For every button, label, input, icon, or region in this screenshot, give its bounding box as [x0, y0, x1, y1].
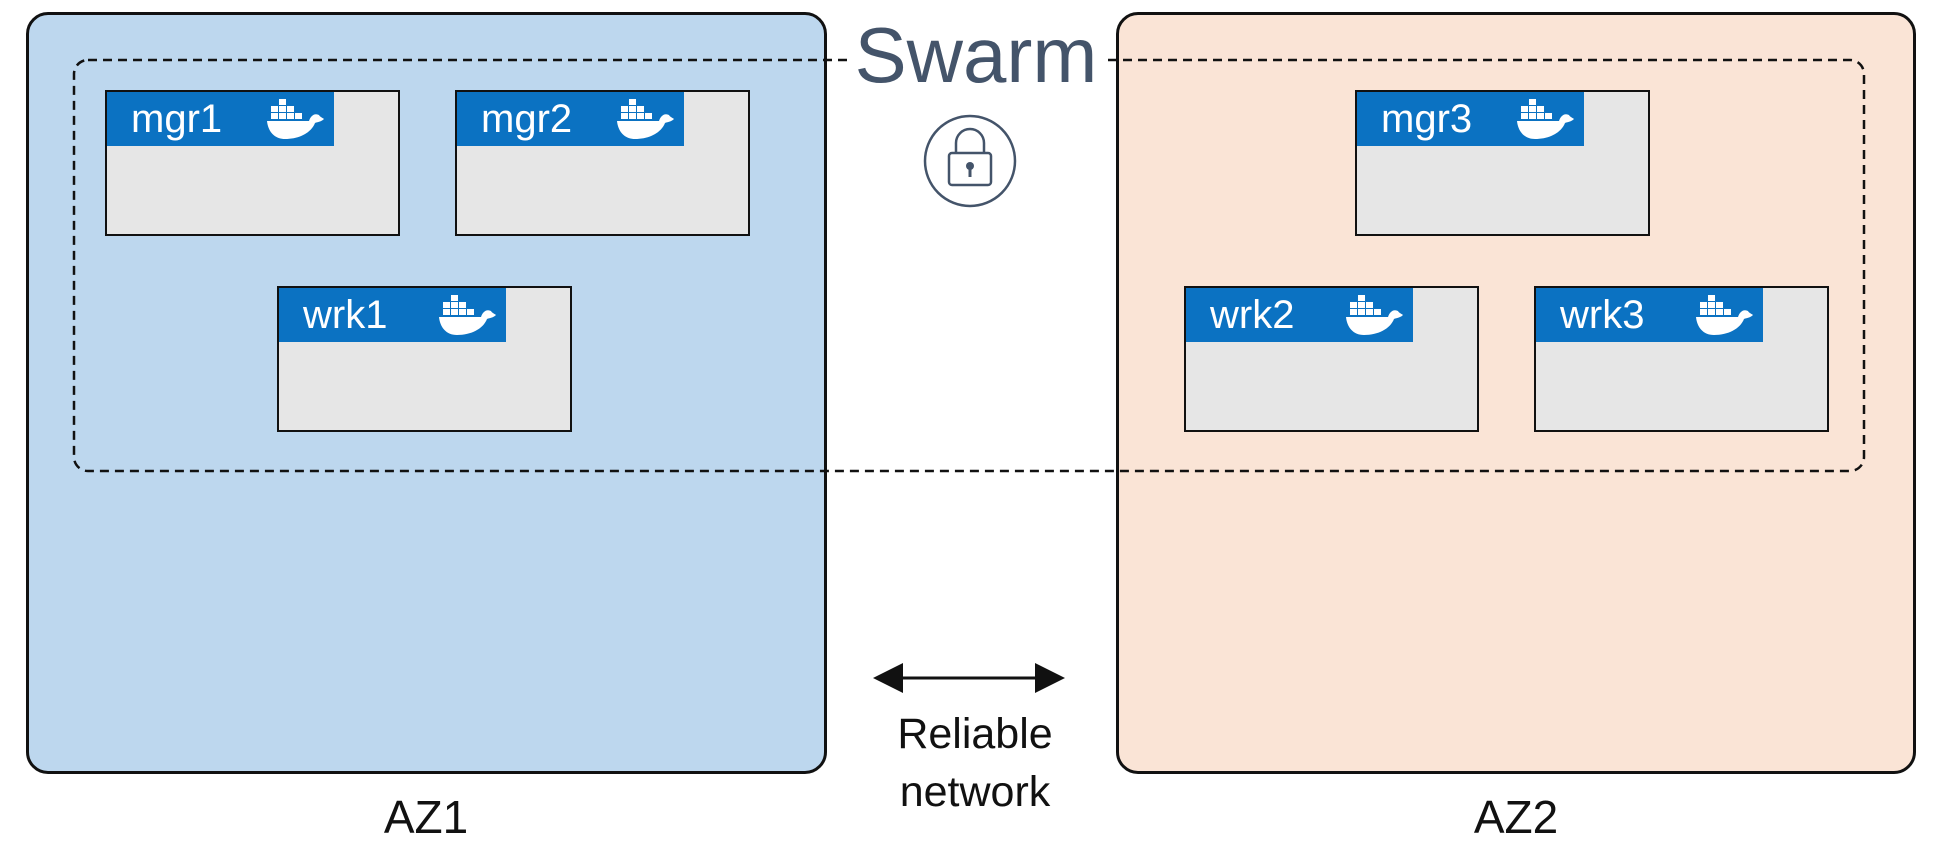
- docker-whale-icon: [1517, 99, 1574, 139]
- node-wrk3: wrk3: [1534, 286, 1829, 432]
- network-label-line2: network: [899, 768, 1051, 816]
- node-header: mgr3: [1357, 92, 1584, 146]
- node-name: wrk1: [303, 292, 388, 337]
- docker-whale-icon: [1696, 295, 1753, 335]
- node-name: wrk3: [1560, 292, 1645, 337]
- network-label-line1: Reliable: [897, 710, 1053, 758]
- az1-label: AZ1: [383, 791, 469, 843]
- node-name: mgr3: [1381, 96, 1473, 141]
- node-wrk2: wrk2: [1184, 286, 1479, 432]
- node-header: mgr1: [107, 92, 334, 146]
- node-header: mgr2: [457, 92, 684, 146]
- node-name: mgr2: [481, 96, 573, 141]
- node-mgr1: mgr1: [105, 90, 400, 236]
- padlock-icon: [923, 114, 1017, 208]
- docker-whale-icon: [439, 295, 496, 335]
- node-header: wrk3: [1536, 288, 1763, 342]
- node-header: wrk2: [1186, 288, 1413, 342]
- network-label: Reliable network: [870, 705, 1080, 821]
- node-wrk1: wrk1: [277, 286, 572, 432]
- node-header: wrk1: [279, 288, 506, 342]
- docker-whale-icon: [267, 99, 324, 139]
- node-mgr2: mgr2: [455, 90, 750, 236]
- node-name: mgr1: [131, 96, 223, 141]
- docker-whale-icon: [617, 99, 674, 139]
- swarm-title: Swarm: [848, 14, 1104, 96]
- az2-label: AZ2: [1473, 791, 1559, 843]
- docker-whale-icon: [1346, 295, 1403, 335]
- node-mgr3: mgr3: [1355, 90, 1650, 236]
- node-name: wrk2: [1210, 292, 1295, 337]
